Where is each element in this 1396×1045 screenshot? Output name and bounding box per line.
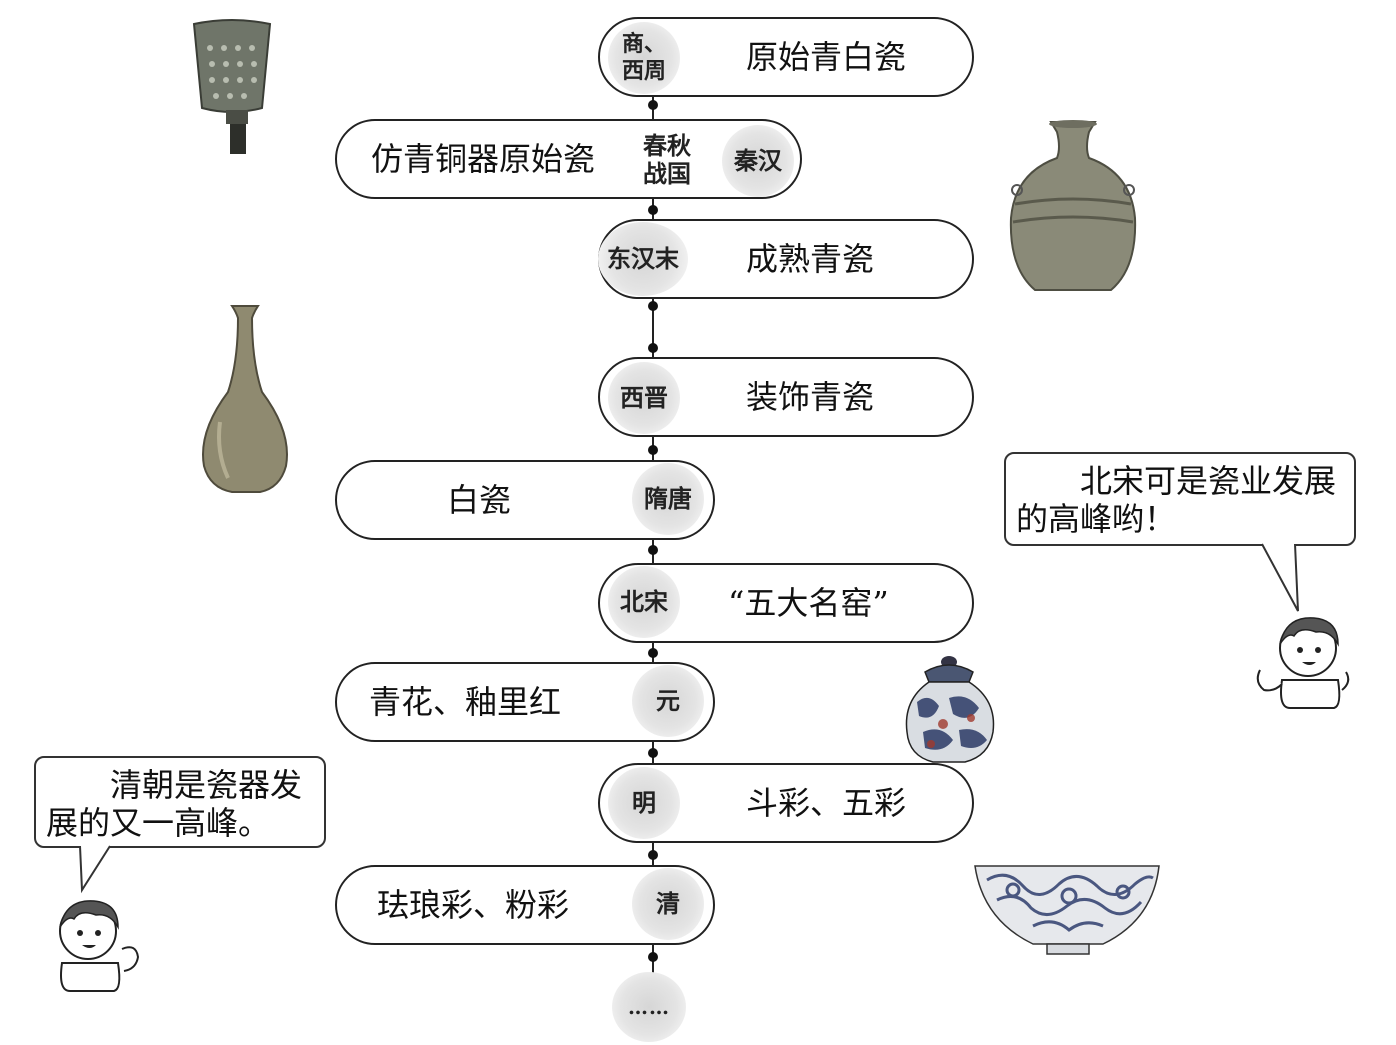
period-badge: 北宋 <box>608 566 680 638</box>
item-label: 珐琅彩、粉彩 <box>377 886 570 924</box>
period-badge-extra: 秦汉 <box>722 125 794 197</box>
period-badge: 元 <box>632 665 704 737</box>
period-line: 西周 <box>621 58 666 84</box>
item-label: 白瓷 <box>447 481 512 519</box>
boy-icon <box>1256 617 1350 709</box>
timeline-dot <box>648 952 658 962</box>
speech-tail-left <box>79 845 111 894</box>
item-label: 成熟青瓷 <box>746 240 875 278</box>
period-line: 元 <box>656 686 680 715</box>
celadon-vase-icon <box>202 305 288 493</box>
item-label: 斗彩、五彩 <box>746 784 907 822</box>
item-label: “五大名窑” <box>728 584 889 622</box>
timeline-dot <box>648 100 658 110</box>
period-line: 东汉末 <box>607 244 679 273</box>
bronze-vessel-icon <box>192 19 272 154</box>
timeline-dot <box>648 301 658 311</box>
period-badge: 商、西周 <box>608 22 680 94</box>
period-badge: 明 <box>608 767 680 839</box>
item-label: 装饰青瓷 <box>746 378 875 416</box>
period-line: 西晋 <box>620 383 668 412</box>
continuation-badge: …… <box>612 972 686 1042</box>
period-line: 清 <box>656 889 680 918</box>
porcelain-bowl-icon <box>974 865 1160 955</box>
period-line: 商、 <box>621 31 666 57</box>
speech-bubble-left: 清朝是瓷器发展的又一高峰。 <box>34 756 326 848</box>
lidded-jar-icon <box>905 656 995 763</box>
period-badge: 春秋战国 <box>632 125 702 195</box>
boy-icon <box>59 900 140 992</box>
period-line: 北宋 <box>620 587 668 616</box>
celadon-jar-icon <box>1009 120 1137 291</box>
speech-tail-right <box>1261 543 1299 612</box>
speech-text: 北宋可是瓷业发展的高峰哟！ <box>1016 462 1337 538</box>
speech-bubble-right: 北宋可是瓷业发展的高峰哟！ <box>1004 452 1356 546</box>
timeline-dot <box>648 648 658 658</box>
period-line: 隋唐 <box>644 484 692 513</box>
timeline-dot <box>648 343 658 353</box>
timeline-dot <box>648 748 658 758</box>
timeline-dot <box>648 850 658 860</box>
item-label: 原始青白瓷 <box>746 38 907 76</box>
period-line: 战国 <box>643 159 691 188</box>
speech-text: 清朝是瓷器发展的又一高峰。 <box>46 766 303 842</box>
timeline-dot <box>648 205 658 215</box>
period-badge: 东汉末 <box>598 222 688 296</box>
timeline-dot <box>648 545 658 555</box>
period-badge: 西晋 <box>608 362 680 434</box>
item-label: 青花、釉里红 <box>369 683 562 721</box>
period-badge: 清 <box>632 868 704 940</box>
period-badge: 隋唐 <box>632 463 704 535</box>
period-line: 秦汉 <box>734 146 782 175</box>
timeline-dot <box>648 445 658 455</box>
continuation-ellipsis: …… <box>628 995 670 1019</box>
period-line: 春秋 <box>643 131 691 160</box>
item-label: 仿青铜器原始瓷 <box>371 140 596 178</box>
period-line: 明 <box>632 788 656 817</box>
